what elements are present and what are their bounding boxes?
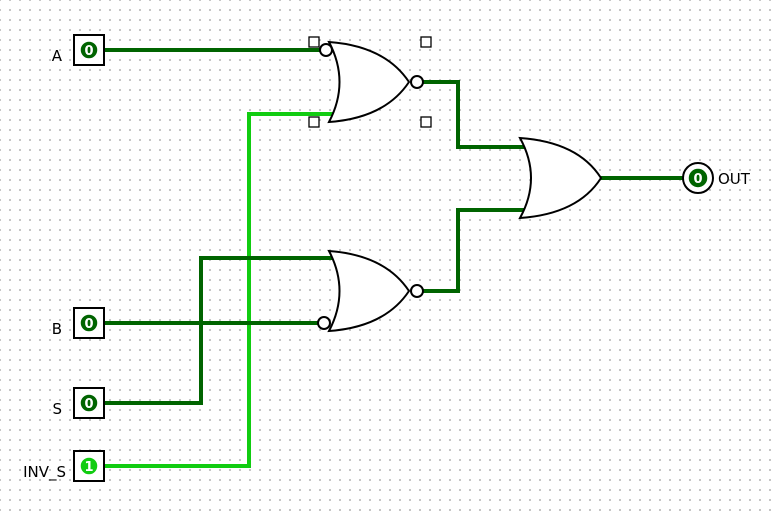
output-bubble [410, 284, 424, 298]
wire-inv-s[interactable] [102, 112, 338, 468]
pin-label: INV_S [23, 463, 66, 482]
wire-nor1-out[interactable] [423, 80, 528, 149]
pin-state-indicator [79, 393, 99, 413]
nor-gate-top[interactable] [319, 40, 424, 124]
pin-value: 0 [84, 317, 93, 332]
selection-handles[interactable] [308, 36, 432, 128]
pin-value: 0 [84, 397, 93, 412]
output-bubble [410, 75, 424, 89]
pin-label: A [52, 47, 63, 65]
output-pin-out[interactable]: 0 OUT [682, 162, 751, 194]
selection-handle[interactable] [420, 36, 432, 48]
pin-label: S [52, 400, 62, 418]
input-pin-a[interactable]: A 0 [52, 34, 105, 66]
pin-state-indicator [687, 167, 709, 189]
input-bubble [319, 43, 333, 57]
input-pin-inv-s[interactable]: INV_S 1 [23, 450, 105, 482]
input-pin-s[interactable]: S 0 [52, 387, 105, 419]
pin-state-indicator [79, 313, 99, 333]
selection-handle[interactable] [308, 116, 320, 128]
wire-s[interactable] [102, 256, 336, 405]
pin-value: 1 [84, 460, 93, 475]
pin-value: 0 [693, 172, 702, 187]
or-gate[interactable] [518, 136, 603, 220]
wires [102, 48, 686, 468]
input-bubble [317, 316, 331, 330]
nor-gate-bottom[interactable] [317, 249, 424, 333]
selection-handle[interactable] [308, 36, 320, 48]
pin-label: OUT [718, 170, 751, 188]
pin-value: 0 [84, 44, 93, 59]
input-pin-b[interactable]: B 0 [52, 307, 105, 339]
selection-handle[interactable] [420, 116, 432, 128]
pin-state-indicator [79, 40, 99, 60]
wire-nor2-out[interactable] [423, 208, 528, 293]
pin-state-indicator [79, 456, 99, 476]
pin-label: B [52, 320, 62, 338]
